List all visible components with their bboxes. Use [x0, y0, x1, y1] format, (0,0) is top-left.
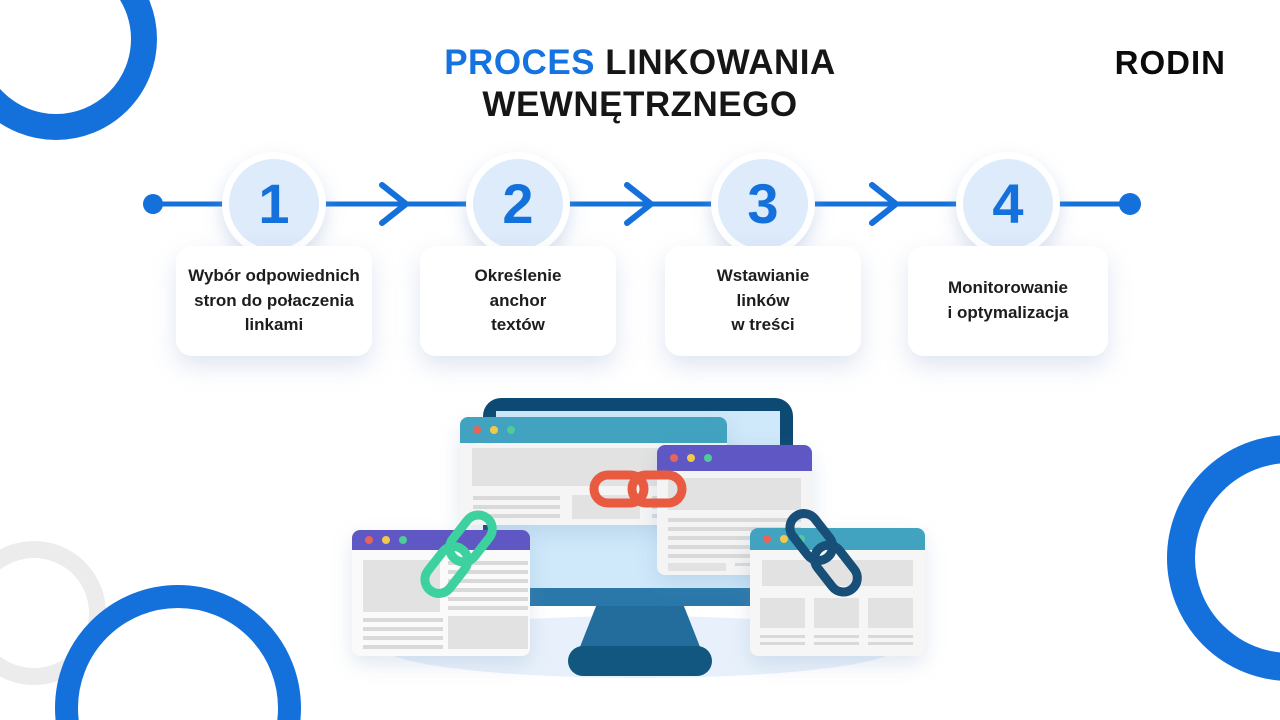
- chain-link-orange-icon: [589, 470, 687, 508]
- timeline-end-dot: [1119, 193, 1141, 215]
- step-number-3: 3: [747, 172, 779, 235]
- step-circle-2-inner: 2: [473, 159, 563, 249]
- step-circle-2: 2: [466, 152, 570, 256]
- content-block: [762, 560, 913, 586]
- window-dot-green-icon: [399, 536, 407, 544]
- title-line2: WEWNĘTRZNEGO: [482, 85, 798, 124]
- decorative-ring-bottom-right: [1167, 435, 1280, 681]
- step-circle-4: 4: [956, 152, 1060, 256]
- monitor-chin: [483, 588, 793, 606]
- step-number-4: 4: [992, 172, 1024, 235]
- browser-titlebar: [460, 417, 727, 443]
- window-dot-red-icon: [670, 454, 678, 462]
- title-rest: LINKOWANIA: [605, 43, 836, 82]
- text-lines: [473, 496, 560, 518]
- text-lines: [760, 635, 805, 645]
- window-dot-yellow-icon: [687, 454, 695, 462]
- timeline-start-dot: [143, 194, 163, 214]
- window-dot-yellow-icon: [382, 536, 390, 544]
- step-number-1: 1: [258, 172, 290, 235]
- step-circle-1: 1: [222, 152, 326, 256]
- content-block: [448, 616, 528, 649]
- window-dot-green-icon: [704, 454, 712, 462]
- step-circle-4-inner: 4: [963, 159, 1053, 249]
- content-block: [760, 598, 805, 628]
- content-block: [668, 478, 801, 510]
- text-lines: [814, 635, 859, 645]
- window-dot-red-icon: [763, 535, 771, 543]
- window-dot-red-icon: [365, 536, 373, 544]
- step-circle-1-inner: 1: [229, 159, 319, 249]
- content-block: [668, 563, 726, 571]
- page-title: PROCES LINKOWANIA WEWNĘTRZNEGO: [0, 42, 1280, 126]
- content-block: [868, 598, 913, 628]
- step-number-2: 2: [502, 172, 534, 235]
- brand-logo: RODIN: [1114, 44, 1226, 81]
- window-dot-green-icon: [797, 535, 805, 543]
- step-circle-3-inner: 3: [718, 159, 808, 249]
- chain-link-green-icon: [420, 510, 497, 598]
- timeline-arrow-line: [143, 182, 1141, 226]
- content-block: [814, 598, 859, 628]
- window-dot-yellow-icon: [780, 535, 788, 543]
- text-lines: [363, 618, 443, 649]
- step-card-1: Wybór odpowiednich stron do połaczenia l…: [176, 246, 372, 356]
- step-card-4: Monitorowanie i optymalizacja: [908, 246, 1108, 356]
- step-card-2: Określenie anchor textów: [420, 246, 616, 356]
- arrow-head-icon: [869, 182, 899, 226]
- arrow-head-icon: [624, 182, 654, 226]
- chain-link-navy-icon: [785, 509, 862, 597]
- step-card-3: Wstawianie linków w treści: [665, 246, 861, 356]
- monitor-stand-base: [568, 646, 712, 676]
- window-dot-red-icon: [473, 426, 481, 434]
- window-dot-yellow-icon: [490, 426, 498, 434]
- window-dot-green-icon: [507, 426, 515, 434]
- title-highlight: PROCES: [444, 43, 596, 82]
- step-circle-3: 3: [711, 152, 815, 256]
- arrow-head-icon: [379, 182, 409, 226]
- browser-titlebar: [657, 445, 812, 471]
- text-lines: [868, 635, 913, 645]
